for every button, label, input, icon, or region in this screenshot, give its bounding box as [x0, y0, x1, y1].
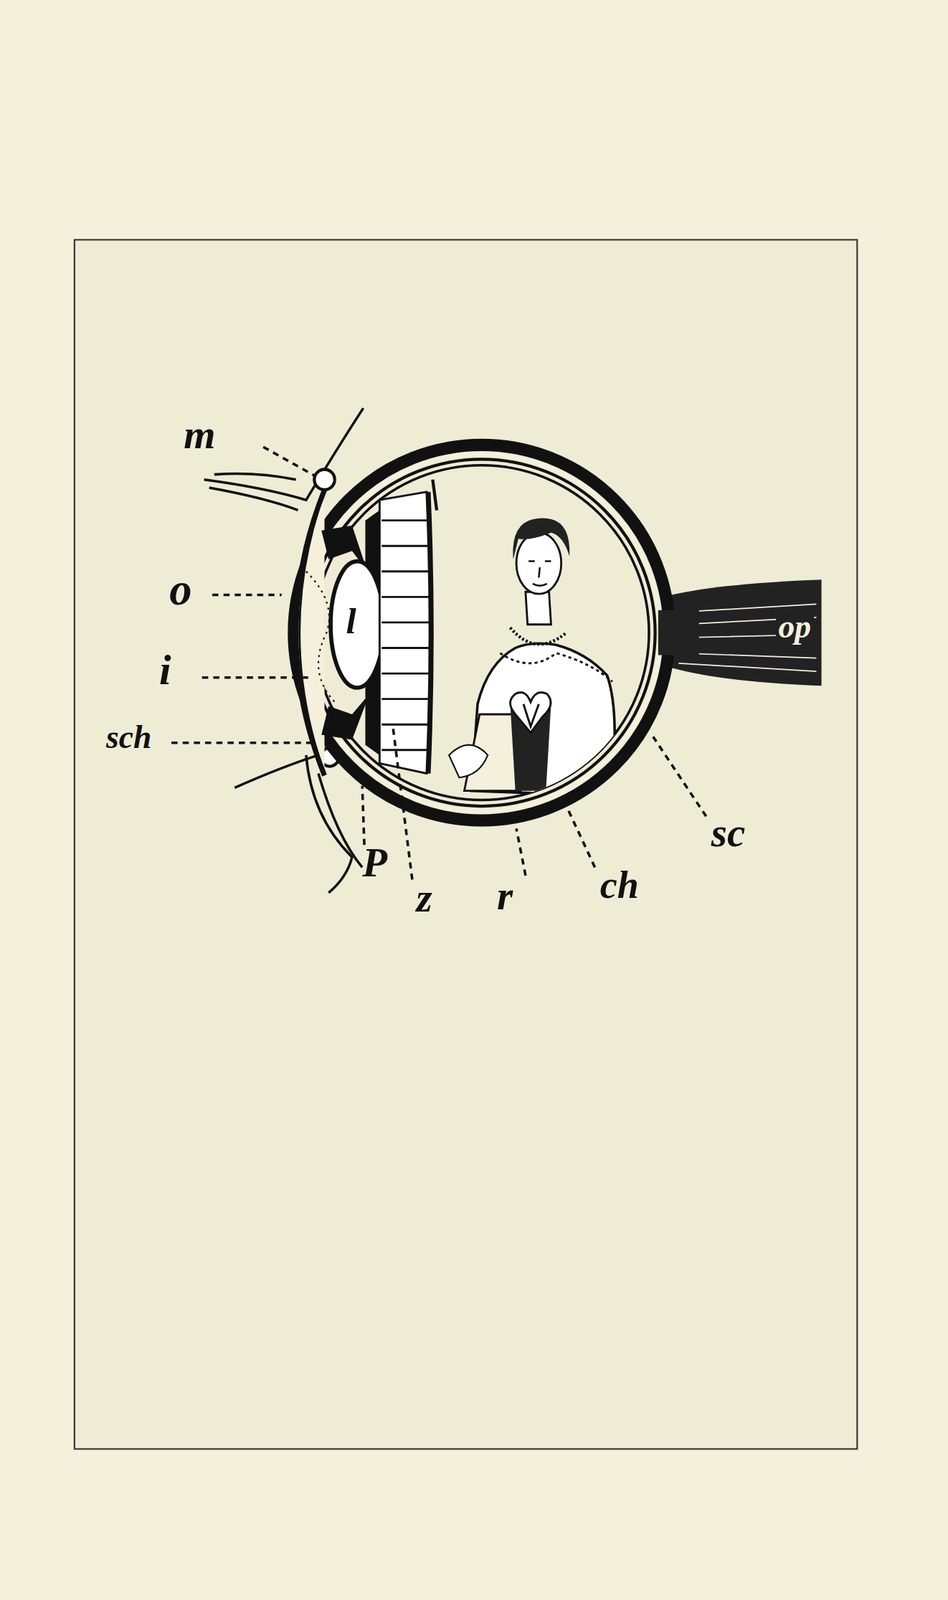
part-label: P	[362, 842, 388, 884]
part-label: ch	[600, 865, 639, 905]
part-label: o	[169, 567, 192, 613]
drawing-part	[202, 676, 309, 680]
part-label: z	[416, 877, 433, 919]
drawing-part	[171, 741, 312, 745]
part-label: sc	[711, 812, 746, 854]
frame	[74, 239, 857, 1449]
drawing-part	[428, 491, 432, 774]
drawing-part	[308, 458, 656, 807]
part-label: op	[775, 610, 815, 644]
part-label: l	[345, 602, 356, 639]
drawing-part	[567, 808, 595, 868]
eyeball-wall	[294, 444, 670, 821]
drawing-part	[432, 479, 437, 511]
drawing-part	[299, 509, 319, 755]
drawing-part	[499, 653, 613, 682]
cornea	[296, 489, 325, 776]
drawing-part	[516, 532, 562, 594]
drawing-part	[510, 692, 551, 733]
drawing-part	[392, 726, 413, 880]
drawing-part	[379, 491, 430, 774]
drawing-part	[362, 785, 365, 846]
part-label: m	[183, 414, 216, 456]
drawing-part	[678, 603, 817, 672]
drawing-part	[523, 704, 539, 727]
lens	[330, 561, 384, 688]
drawing-part	[525, 591, 552, 625]
part-label: r	[496, 875, 513, 917]
drawing-part	[214, 473, 297, 480]
part-label: sch	[106, 720, 152, 754]
leader-lines	[171, 446, 707, 880]
drawing-part	[263, 446, 315, 476]
drawing-part	[318, 773, 363, 868]
drawing-part	[209, 487, 299, 510]
drawing-part	[212, 593, 282, 597]
drawing-part	[296, 489, 325, 776]
vitreous-layers	[379, 479, 437, 774]
drawing-part	[321, 694, 370, 741]
drawing-part	[512, 518, 570, 560]
drawing-part	[303, 453, 661, 812]
drawing-part	[294, 444, 670, 821]
drawing-part	[448, 745, 488, 779]
drawing-part	[653, 736, 707, 817]
part-label: i	[159, 648, 172, 692]
drawing-part	[314, 465, 649, 801]
drawing-part	[516, 828, 526, 875]
muscle	[314, 469, 335, 490]
drawing-part	[306, 755, 353, 893]
drawing-part	[510, 627, 567, 644]
woman-figure	[448, 518, 615, 796]
lens-dotted	[306, 571, 338, 705]
drawing-part	[528, 561, 551, 586]
drawing-part	[204, 408, 364, 500]
drawing-part	[381, 520, 432, 751]
nerve-gap	[658, 610, 700, 656]
